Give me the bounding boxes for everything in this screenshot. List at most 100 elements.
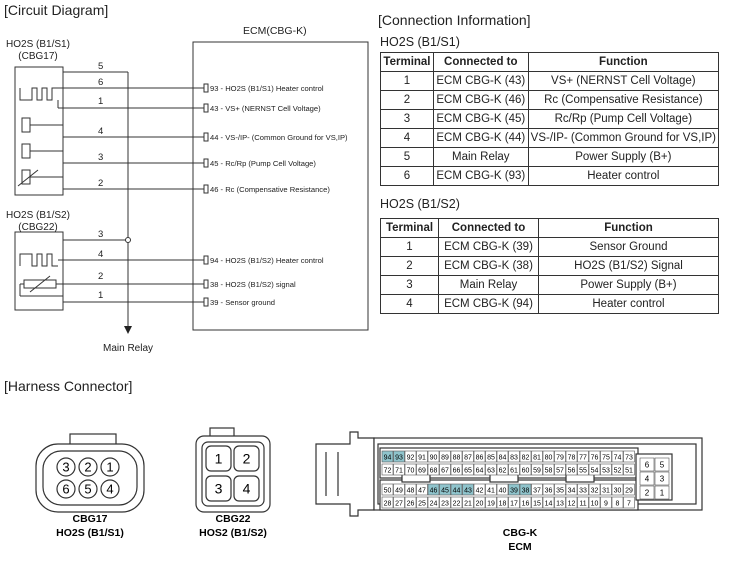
cell-connected-to: ECM CBG-K (46) (432, 90, 529, 110)
cbgk-pin-label: 14 (545, 501, 553, 508)
cell-function: HO2S (B1/S2) Signal (538, 256, 719, 276)
cbgk-pin-label: 40 (499, 488, 507, 495)
cell-connected-to: ECM CBG-K (45) (432, 109, 529, 129)
table-header-row: Terminal Connected to Function (380, 218, 719, 238)
cbgk-pin-label: 7 (627, 501, 631, 508)
cbgk-side-pin-label: 3 (660, 475, 665, 484)
cbgk-pin-label: 87 (464, 455, 472, 462)
cbgk-pin-label: 91 (418, 455, 426, 462)
cbgk-pin (485, 496, 497, 509)
cbgk-pin-label: 51 (625, 468, 633, 475)
cbgk-pin-label: 90 (430, 455, 438, 462)
cbgk-pin-label: 25 (418, 501, 426, 508)
s1-pin-6: 6 (98, 77, 103, 88)
cbgk-pin (393, 463, 405, 476)
cbgk-pin (611, 450, 624, 463)
cbg22-pin (205, 445, 232, 472)
cbgk-pin (611, 496, 624, 509)
cbgk-pin-label: 50 (384, 488, 392, 495)
cbgk-pin-label: 12 (568, 501, 576, 508)
table-header-row: Terminal Connected to Function (380, 52, 720, 72)
cbgk-pin (508, 483, 520, 496)
cell-terminal: 6 (380, 166, 434, 186)
cbg17-pin-label: 2 (84, 460, 91, 475)
cbg22-desc: HOS2 (B1/S2) (199, 527, 267, 539)
cbgk-pin-label: 21 (464, 501, 472, 508)
ecm-pin-43: 43 - VS+ (NERNST Cell Voltage) (210, 104, 321, 113)
col-function: Function (538, 218, 719, 238)
cbgk-pin (623, 450, 635, 463)
cbgk-pin-label: 41 (487, 488, 495, 495)
cell-terminal: 3 (380, 275, 439, 295)
cbgk-pin (496, 463, 509, 476)
cbgk-pin (427, 450, 440, 463)
cbgk-side-pin-label: 1 (660, 489, 665, 498)
cbgk-pin-label: 39 (510, 488, 518, 495)
cbgk-pin-label: 16 (522, 501, 530, 508)
cbg22-pin (205, 475, 232, 502)
cbgk-pin-label: 34 (568, 488, 576, 495)
cbgk-pin-label: 82 (522, 455, 530, 462)
cbg17-pin-label: 5 (84, 482, 91, 497)
cbgk-pin (393, 450, 405, 463)
cbgk-pin (531, 496, 543, 509)
cell-connected-to: Main Relay (432, 147, 529, 167)
sensor1-name: HO2S (B1/S1) (6, 39, 70, 50)
cbgk-pin-label: 86 (476, 455, 484, 462)
cbgk-pin-label: 19 (487, 501, 495, 508)
cbgk-side-pin (654, 471, 670, 486)
cbgk-pin-label: 49 (395, 488, 403, 495)
cbgk-pin-label: 85 (487, 455, 495, 462)
col-connected-to: Connected to (438, 218, 539, 238)
cbg17-desc: HO2S (B1/S1) (56, 527, 124, 539)
cbg22-pin-label: 4 (243, 481, 251, 497)
cbg22-pin-label: 2 (243, 451, 251, 467)
s1-pin-3: 3 (98, 152, 103, 163)
cbgk-pin-label: 11 (579, 501, 586, 508)
cell-terminal: 3 (380, 109, 434, 129)
cbgk-pin-label: 76 (591, 455, 599, 462)
cbgk-pin (485, 450, 497, 463)
cbgk-pin-label: 24 (430, 501, 438, 508)
cbgk-pin (519, 496, 532, 509)
cbgk-pin (508, 450, 520, 463)
cbgk-pin-label: 83 (510, 455, 518, 462)
cbgk-pin (404, 496, 417, 509)
cell-function: Power Supply (B+) (538, 275, 719, 295)
cbgk-pin-label: 67 (441, 468, 449, 475)
cbgk-pin (588, 463, 601, 476)
cbgk-pin-label: 61 (510, 468, 518, 475)
cbgk-pin (450, 496, 463, 509)
cbgk-pin-label: 80 (545, 455, 553, 462)
cbgk-pin-label: 28 (384, 501, 392, 508)
ecm-pin-45: 45 - Rc/Rp (Pump Cell Voltage) (210, 159, 316, 168)
cbgk-pin-label: 75 (602, 455, 610, 462)
cbgk-pin-label: 13 (556, 501, 564, 508)
table2-title: HO2S (B1/S2) (380, 197, 460, 211)
cbgk-pin (439, 463, 451, 476)
cell-connected-to: ECM CBG-K (93) (432, 166, 529, 186)
cbgk-pin-label: 33 (579, 488, 587, 495)
cell-function: VS-/IP- (Common Ground for VS,IP) (527, 128, 720, 148)
cbgk-pin (381, 450, 394, 463)
cbgk-side-pin (639, 471, 655, 486)
cbgk-pin-label: 93 (395, 455, 403, 462)
cbgk-pin-label: 26 (407, 501, 415, 508)
cell-function: VS+ (NERNST Cell Voltage) (527, 71, 720, 91)
cell-connected-to: ECM CBG-K (38) (438, 256, 539, 276)
cbg17-pin (78, 457, 98, 477)
cbgk-pin-label: 58 (545, 468, 553, 475)
cbgk-pin (542, 483, 555, 496)
cbgk-pin-label: 65 (464, 468, 472, 475)
cbgk-pin-label: 79 (556, 455, 564, 462)
cbgk-pin (473, 483, 486, 496)
col-connected-to: Connected to (432, 52, 529, 72)
cbgk-pin-label: 9 (604, 501, 608, 508)
cbgk-pin (577, 463, 589, 476)
